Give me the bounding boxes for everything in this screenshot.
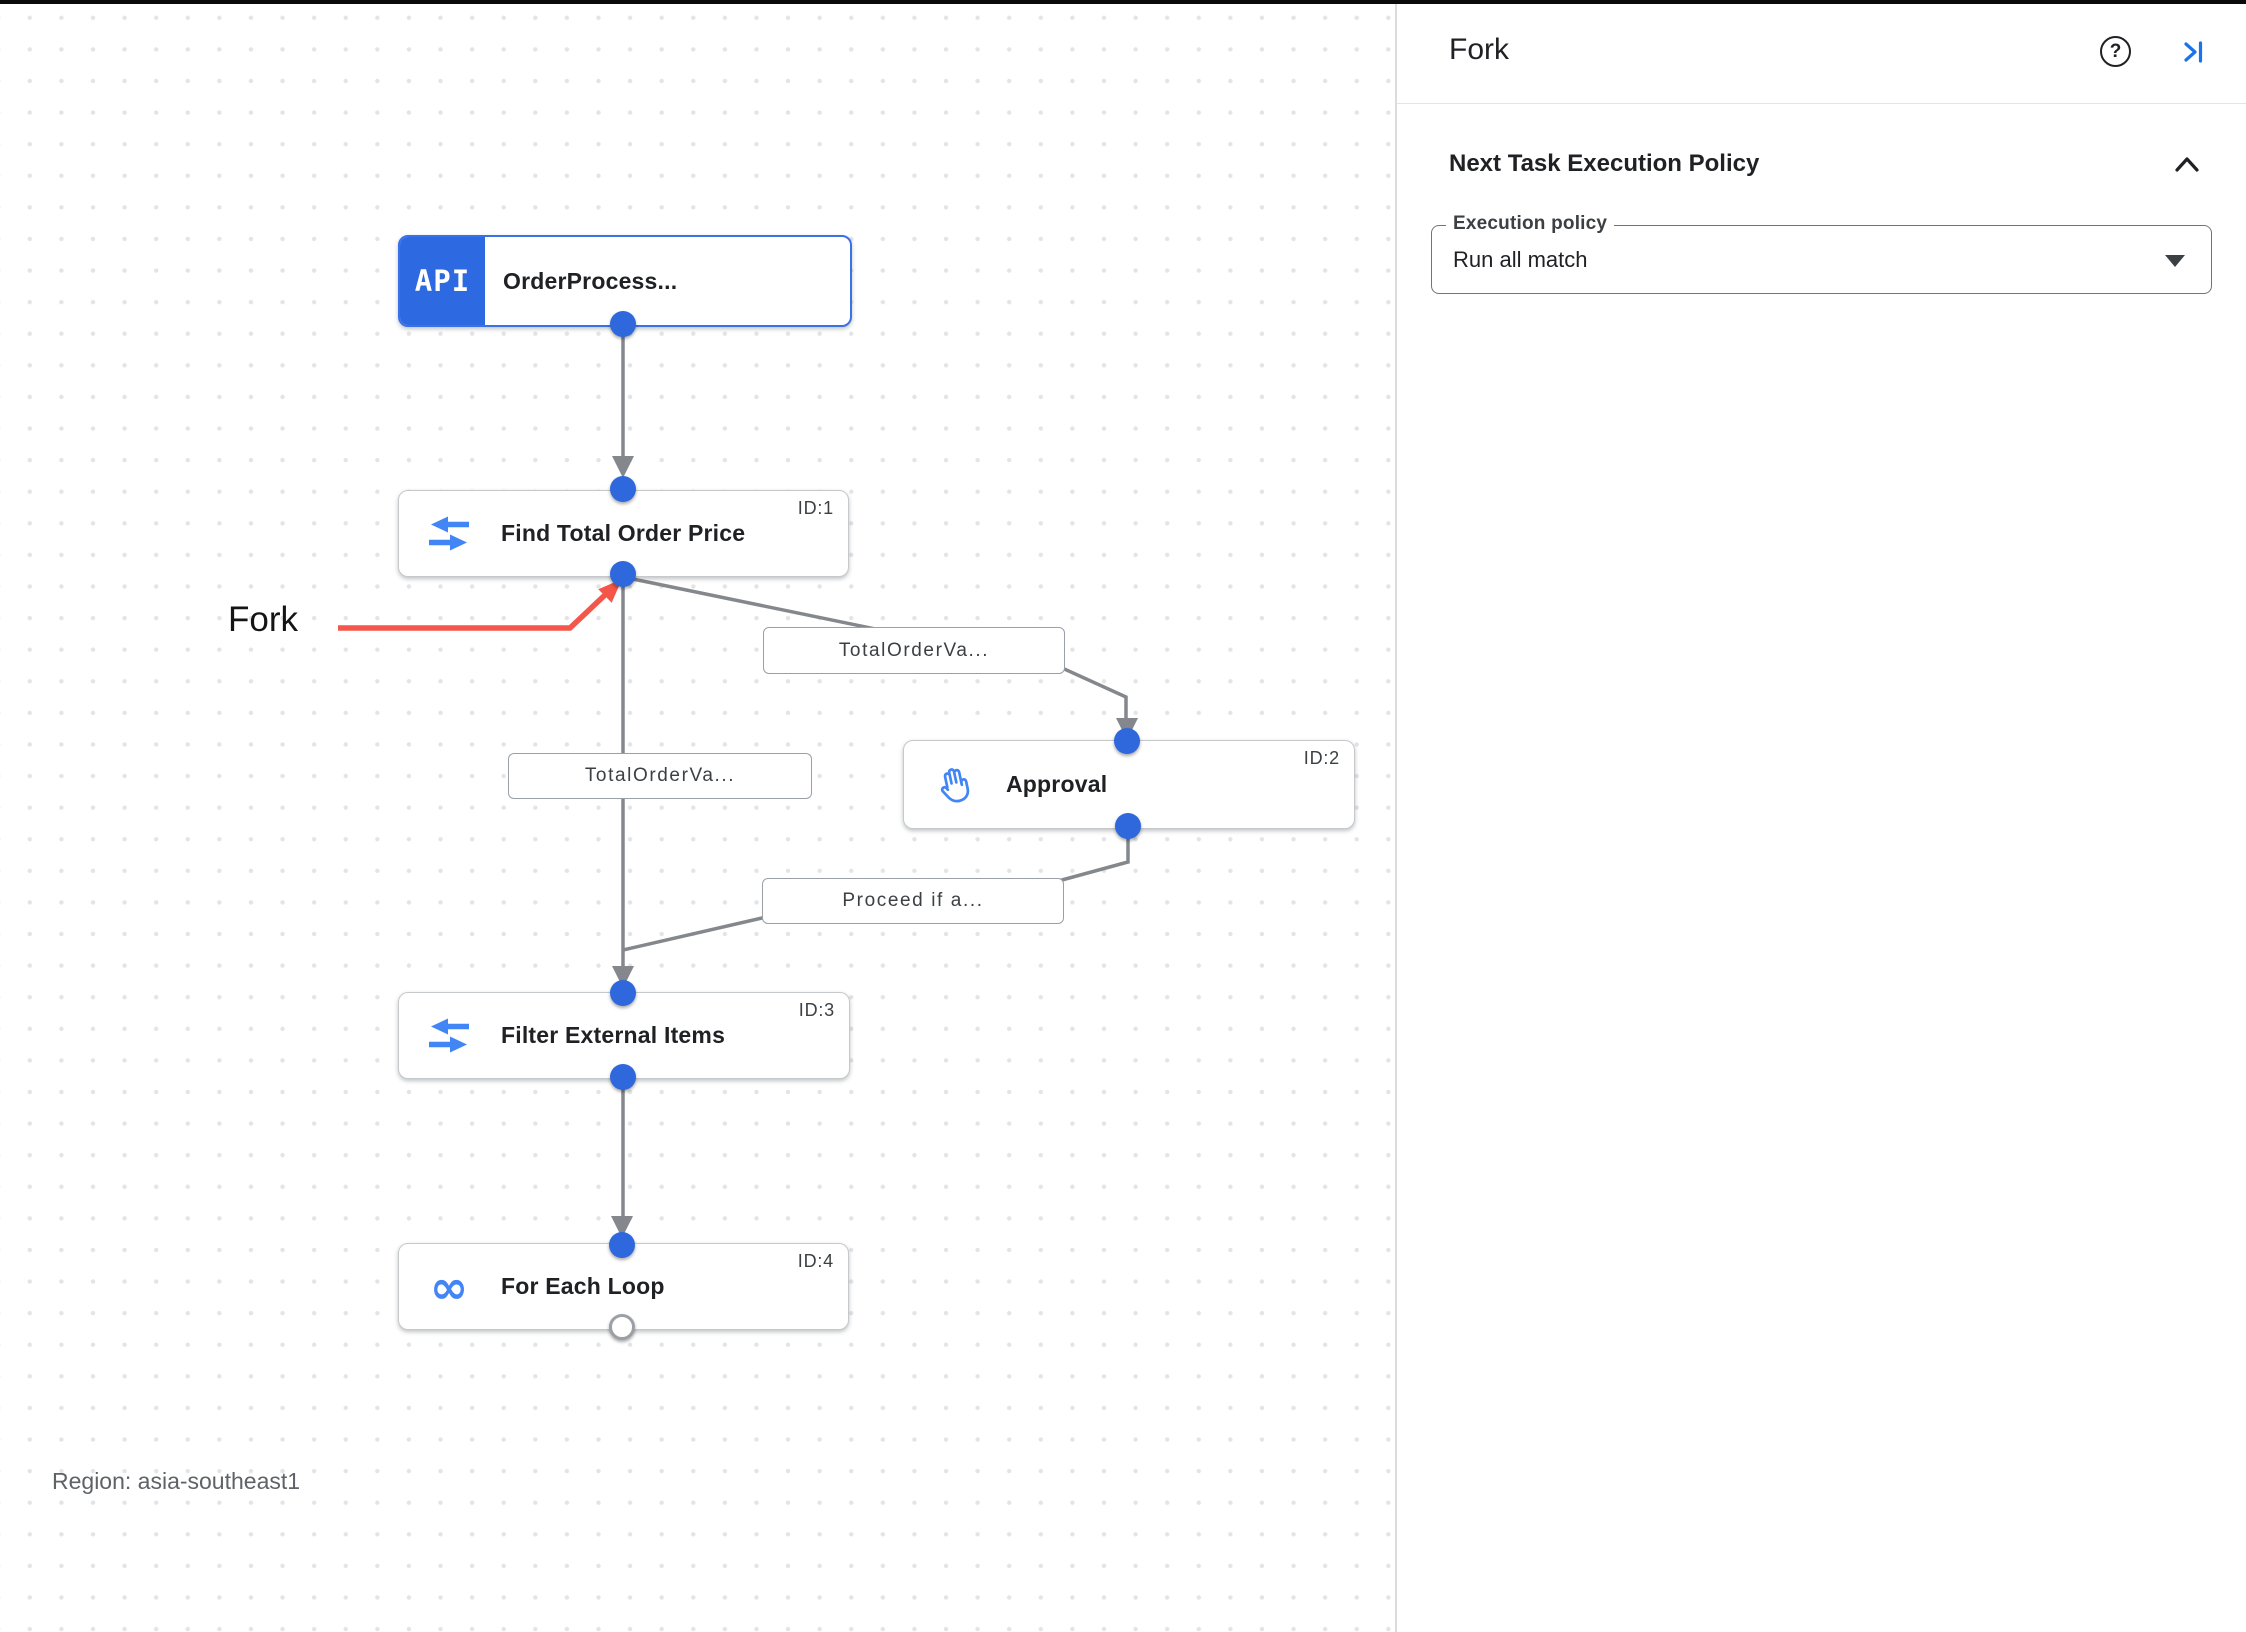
fork-join-icon (426, 1018, 472, 1053)
node-id-badge: ID:3 (798, 1000, 835, 1020)
panel-header-divider (1397, 103, 2246, 104)
for-each-loop-icon: ∞ (429, 1259, 469, 1314)
execution-policy-select[interactable]: Execution policy Run all match (1431, 213, 2212, 294)
node-find-total-order-price[interactable]: Find Total Order Price ID:1 (398, 490, 849, 577)
fork-annotation-arrow (338, 579, 622, 631)
workflow-canvas[interactable]: API OrderProcess... Find Total Order Pri… (0, 0, 1397, 1632)
connector-dot[interactable] (610, 1064, 636, 1090)
approval-hand-icon (927, 759, 981, 810)
window-top-edge (0, 0, 2246, 4)
node-id-badge: ID:1 (797, 498, 834, 518)
connector-dot[interactable] (610, 980, 636, 1006)
connector-dot-empty[interactable] (609, 1314, 635, 1340)
node-id-badge: ID:4 (797, 1251, 834, 1271)
connector-dot-fork[interactable] (610, 561, 636, 587)
collapse-panel-icon[interactable] (2178, 37, 2208, 67)
connector-dot[interactable] (610, 311, 636, 337)
node-title: For Each Loop (501, 1273, 665, 1299)
connector-dot[interactable] (610, 476, 636, 502)
chevron-up-icon[interactable] (2173, 154, 2201, 176)
fork-annotation-label: Fork (228, 600, 298, 639)
node-title: Filter External Items (501, 1022, 726, 1048)
node-id-badge: ID:2 (1303, 748, 1340, 768)
api-trigger-badge-icon: API (400, 237, 485, 325)
execution-policy-value: Run all match (1453, 247, 1588, 272)
panel-title: Fork (1449, 33, 1509, 66)
help-icon[interactable]: ? (2100, 36, 2131, 67)
execution-policy-label: Execution policy (1446, 213, 1615, 235)
connector-dot[interactable] (1115, 813, 1141, 839)
node-title: Find Total Order Price (501, 520, 746, 546)
edge-label-total-order-value-right[interactable]: TotalOrderVa... (763, 627, 1065, 674)
node-title: OrderProcess... (503, 267, 678, 294)
region-label: Region: asia-southeast1 (52, 1468, 301, 1494)
edge-label-proceed-if[interactable]: Proceed if a... (762, 878, 1064, 924)
fork-join-icon (426, 516, 472, 551)
api-badge-text: API (414, 264, 471, 298)
config-panel: Fork ? Next Task Execution Policy Execut… (1397, 0, 2246, 1632)
edge-label-total-order-value-left[interactable]: TotalOrderVa... (508, 753, 812, 799)
connector-dot[interactable] (1114, 728, 1140, 754)
section-title: Next Task Execution Policy (1449, 150, 1760, 177)
connector-dot[interactable] (609, 1232, 635, 1258)
node-title: Approval (1006, 771, 1108, 797)
dropdown-caret-icon (2165, 255, 2185, 267)
